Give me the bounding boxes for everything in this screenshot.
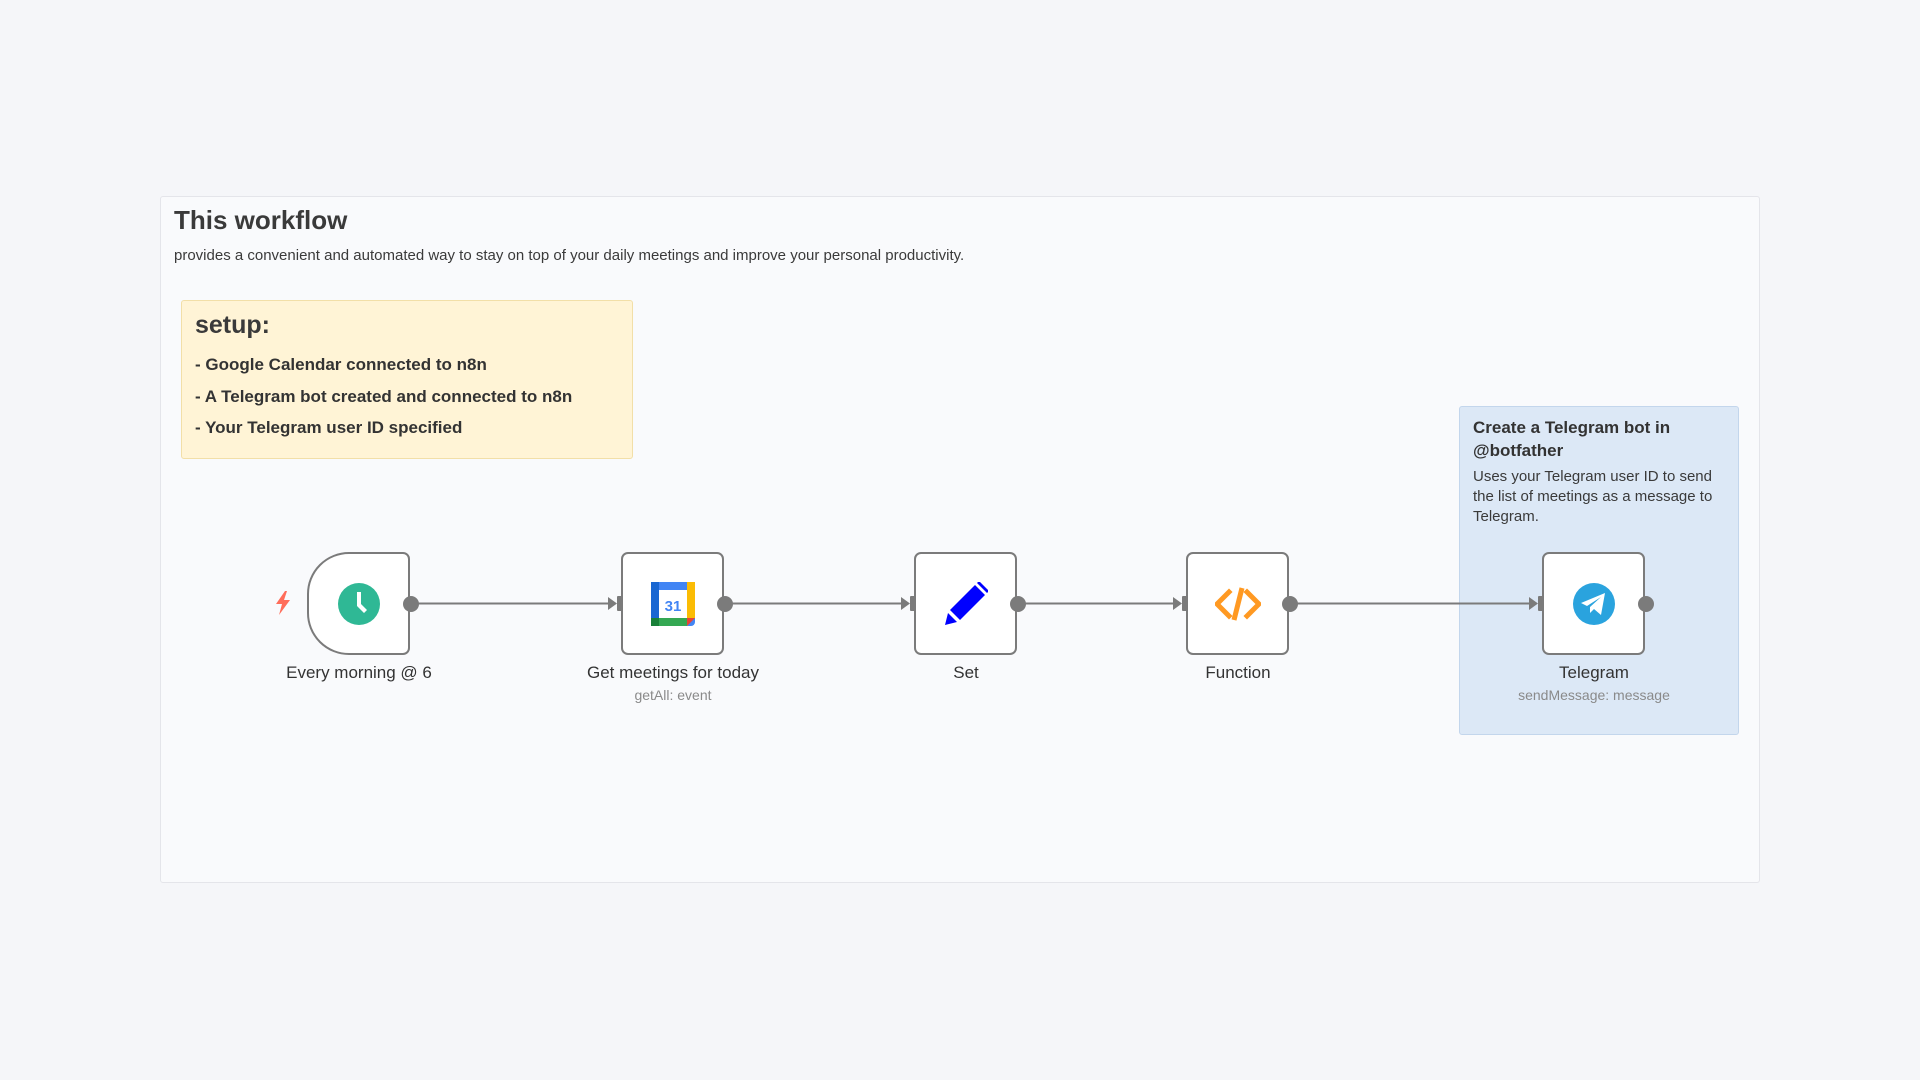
setup-note[interactable]: setup: - Google Calendar connected to n8… [181, 300, 633, 459]
node-label: Get meetings for today [587, 663, 759, 682]
node-label: Function [1205, 663, 1271, 682]
node-label: Set [953, 663, 979, 682]
code-icon [1214, 586, 1261, 621]
setup-item: - A Telegram bot created and connected t… [195, 386, 573, 406]
telegram-icon [1572, 582, 1616, 626]
node-every-morning[interactable] [307, 552, 410, 655]
telegram-bot-note[interactable]: Create a Telegram bot in @botfather Uses… [1459, 406, 1739, 735]
input-port[interactable] [617, 596, 624, 611]
node-set[interactable] [914, 552, 1017, 655]
telegram-note-description: Uses your Telegram user ID to send the l… [1473, 468, 1713, 525]
telegram-note-title: Create a Telegram bot in @botfather [1473, 418, 1671, 460]
note-description: provides a convenient and automated way … [174, 247, 965, 264]
input-port[interactable] [1538, 596, 1545, 611]
input-port[interactable] [910, 596, 917, 611]
input-port[interactable] [1182, 596, 1189, 611]
node-telegram[interactable] [1542, 552, 1645, 655]
output-port[interactable] [717, 596, 733, 612]
setup-title: setup: [195, 311, 270, 339]
calendar-day-text: 31 [664, 598, 681, 615]
node-subtitle: getAll: event [634, 687, 712, 703]
pencil-icon [944, 581, 988, 626]
setup-item: - Your Telegram user ID specified [195, 418, 463, 437]
output-port[interactable] [1010, 596, 1026, 612]
trigger-bolt-icon [276, 591, 290, 615]
node-function[interactable] [1186, 552, 1289, 655]
output-port[interactable] [1638, 596, 1654, 612]
clock-icon [337, 582, 381, 626]
setup-item: - Google Calendar connected to n8n [195, 355, 487, 374]
node-get-meetings[interactable]: 31 [621, 552, 724, 655]
node-subtitle: sendMessage: message [1518, 687, 1670, 703]
google-calendar-icon: 31 [650, 581, 695, 626]
setup-list: - Google Calendar connected to n8n - A T… [195, 353, 572, 448]
output-port[interactable] [1282, 596, 1298, 612]
node-label: Telegram [1559, 663, 1629, 682]
node-label: Every morning @ 6 [286, 663, 432, 682]
note-title: This workflow [174, 205, 348, 235]
output-port[interactable] [403, 596, 419, 612]
